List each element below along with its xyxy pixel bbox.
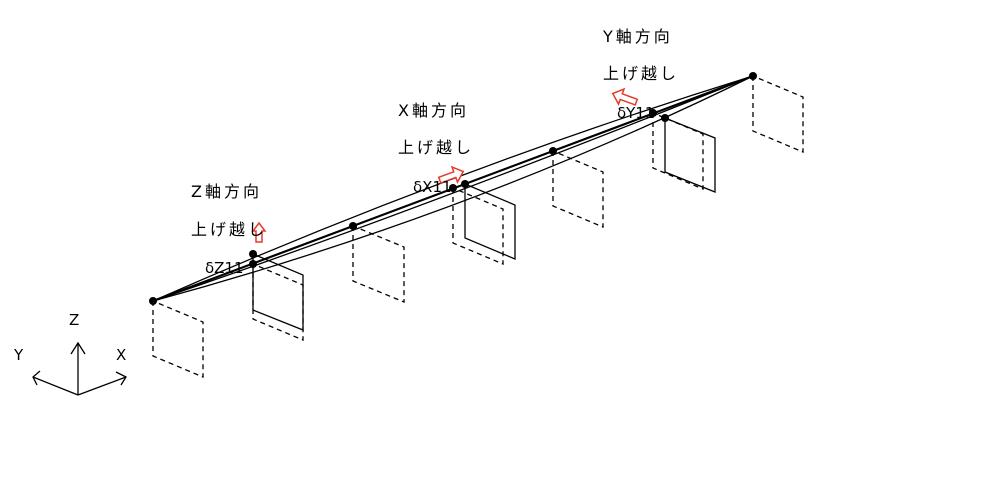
node — [349, 222, 357, 230]
beam-curve-y — [152, 75, 754, 302]
node — [249, 250, 257, 258]
axis-z-label: Z — [69, 311, 79, 329]
solid-panel-z — [252, 253, 304, 331]
solid-panel-x — [464, 183, 516, 260]
axis-x-label: X — [116, 346, 126, 364]
x-direction-label: X軸方向 — [398, 101, 469, 120]
delta-x-label: δX11 — [413, 178, 452, 196]
node — [749, 72, 757, 80]
nodes — [149, 72, 757, 305]
node — [249, 260, 257, 268]
y-camber-label: 上げ越し — [603, 64, 679, 83]
solid-panels — [252, 117, 716, 331]
arrow-up-icon — [251, 221, 267, 243]
delta-y-label: δY11 — [617, 104, 654, 122]
node — [649, 109, 657, 117]
dashed-panel-3 — [452, 187, 504, 265]
dashed-panel-4 — [552, 150, 604, 228]
node — [461, 180, 469, 188]
solid-panel-y — [664, 117, 716, 193]
y-direction-label: Y軸方向 — [602, 27, 673, 46]
dashed-panel-1 — [152, 300, 204, 378]
axis-y-label: Y — [13, 346, 24, 364]
dashed-panel-6 — [752, 75, 804, 153]
dashed-panel-2 — [352, 225, 405, 303]
beam-curve-x — [152, 75, 754, 302]
axis-triad — [32, 341, 127, 396]
dashed-panel-7 — [252, 263, 304, 341]
camber-arrows — [251, 87, 639, 243]
z-camber-label: 上げ越し — [191, 220, 267, 239]
node — [661, 114, 669, 122]
node — [449, 184, 457, 192]
x-camber-label: 上げ越し — [398, 138, 474, 157]
z-direction-label: Z軸方向 — [191, 182, 262, 201]
arrow-left-icon — [611, 87, 639, 106]
node — [149, 297, 157, 305]
node — [549, 147, 557, 155]
delta-z-label: δZ11 — [205, 259, 244, 277]
arrow-right-icon — [437, 165, 465, 184]
